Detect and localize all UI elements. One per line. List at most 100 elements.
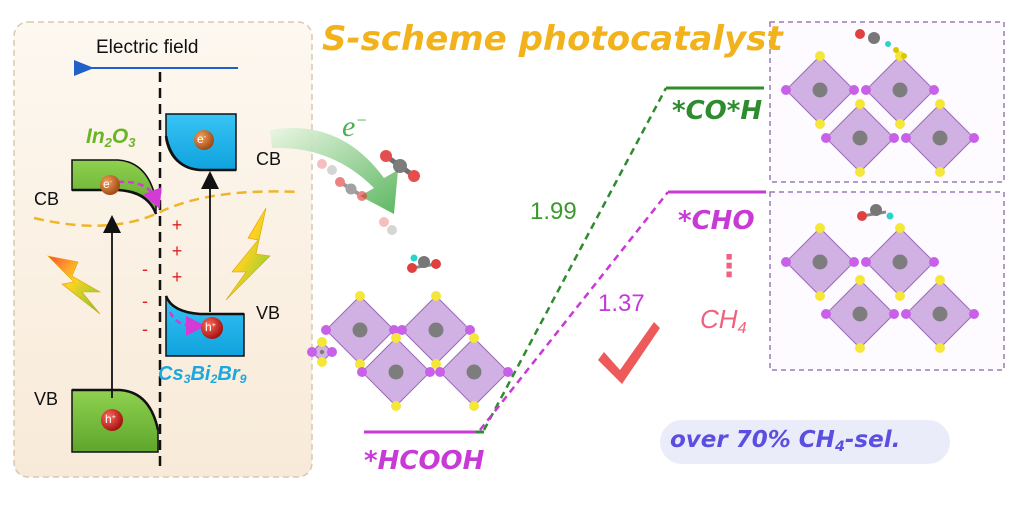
bi-atom: [352, 322, 368, 338]
br-atom: [855, 99, 865, 109]
br-atom: [889, 133, 899, 143]
bi-atom: [319, 349, 325, 355]
br-atom: [465, 325, 475, 335]
hole-ball: [101, 409, 123, 431]
br-atom: [861, 257, 871, 267]
br-atom: [929, 257, 939, 267]
br-atom: [781, 85, 791, 95]
br-atom: [815, 51, 825, 61]
positive-charge: +: [171, 215, 183, 235]
co2-molecule-icon: [317, 159, 397, 235]
br-atom: [469, 401, 479, 411]
br-atom: [355, 291, 365, 301]
center-crystal-structure: [307, 291, 513, 411]
br-atom: [849, 85, 859, 95]
bi-atom: [852, 130, 868, 146]
positive-charge: +: [171, 267, 183, 287]
bi-atom: [892, 254, 908, 270]
br-atom: [969, 133, 979, 143]
br-atom: [355, 359, 365, 369]
electric-field-label: Electric field: [96, 37, 199, 58]
negative-charge: -: [142, 291, 148, 311]
br-atom: [435, 367, 445, 377]
br-atom: [929, 85, 939, 95]
electron-transfer-arrow: [270, 128, 398, 214]
bi-atom: [812, 254, 828, 270]
br-atom: [901, 309, 911, 319]
br-atom: [895, 119, 905, 129]
br-atom: [935, 343, 945, 353]
cs3bi2br9-label: Cs3Bi2Br9: [158, 363, 247, 387]
selectivity-badge: [660, 420, 950, 464]
cs-vb-label: VB: [256, 303, 281, 323]
in2o3-vb-label: VB: [34, 389, 59, 409]
cs-cb-label: CB: [256, 149, 282, 169]
br-atom: [889, 309, 899, 319]
br-atom: [935, 167, 945, 177]
br-atom: [781, 257, 791, 267]
cho-intermediate-label: *CHO: [678, 206, 755, 236]
br-atom: [855, 167, 865, 177]
electron-transfer-label: e−: [342, 110, 368, 143]
positive-charge: +: [171, 241, 183, 261]
br-atom: [895, 291, 905, 301]
dots-indicator: ⋮: [714, 250, 744, 283]
negative-charge: -: [142, 319, 148, 339]
cho-path-barrier: 1.37: [598, 290, 645, 317]
electron-recombination-arrow: [117, 180, 162, 210]
cho-molecule-icon: [857, 204, 894, 221]
checkmark-icon: [598, 322, 660, 384]
bi-atom: [932, 306, 948, 322]
hcooh-intermediate-label: *HCOOH: [364, 446, 485, 476]
br-atom: [855, 343, 865, 353]
br-atom: [391, 333, 401, 343]
in2o3-label: In2O3: [86, 125, 136, 150]
co-path-connector: [482, 87, 668, 431]
br-atom: [815, 223, 825, 233]
hole-label: h+: [105, 412, 116, 426]
br-atom: [821, 309, 831, 319]
br-atom: [317, 337, 327, 347]
br-atom: [901, 133, 911, 143]
co-path-barrier: 1.99: [530, 198, 577, 225]
coh-molecule-icon: [855, 29, 907, 59]
coh-crystal-structure: [781, 51, 979, 177]
br-atom: [425, 367, 435, 377]
negative-charge: -: [142, 259, 148, 279]
diagram-title: S-scheme photocatalyst: [322, 19, 783, 59]
hole-recombination-arrow: [168, 311, 206, 336]
br-atom: [935, 99, 945, 109]
ch4-product-label: CH4: [700, 304, 747, 337]
br-atom: [321, 325, 331, 335]
lightning-bolt-icon: [225, 207, 271, 301]
cho-crystal-structure: [781, 223, 979, 353]
electron-ball: [194, 130, 214, 150]
br-atom: [391, 401, 401, 411]
band-bending-curve: [33, 190, 301, 227]
selectivity-label: over 70% CH4-sel.: [670, 427, 901, 455]
br-atom: [969, 309, 979, 319]
br-atom: [469, 333, 479, 343]
co2-molecule-icon: [380, 150, 420, 182]
electron-label: e-: [103, 177, 113, 191]
br-atom: [357, 367, 367, 377]
br-atom: [935, 275, 945, 285]
br-atom: [815, 119, 825, 129]
electron-label: e-: [197, 132, 207, 146]
bi-atom: [852, 306, 868, 322]
br-atom: [861, 85, 871, 95]
br-atom: [821, 133, 831, 143]
br-atom: [815, 291, 825, 301]
in2o3-cb-label: CB: [34, 189, 60, 209]
band-diagram-panel: [13, 21, 313, 478]
br-atom: [389, 325, 399, 335]
bi-atom: [388, 364, 404, 380]
br-atom: [431, 359, 441, 369]
lightning-bolt-icon: [47, 255, 102, 315]
bi-atom: [428, 322, 444, 338]
br-atom: [849, 257, 859, 267]
br-atom: [855, 275, 865, 285]
br-atom: [503, 367, 513, 377]
cho-path-connector: [479, 191, 669, 431]
